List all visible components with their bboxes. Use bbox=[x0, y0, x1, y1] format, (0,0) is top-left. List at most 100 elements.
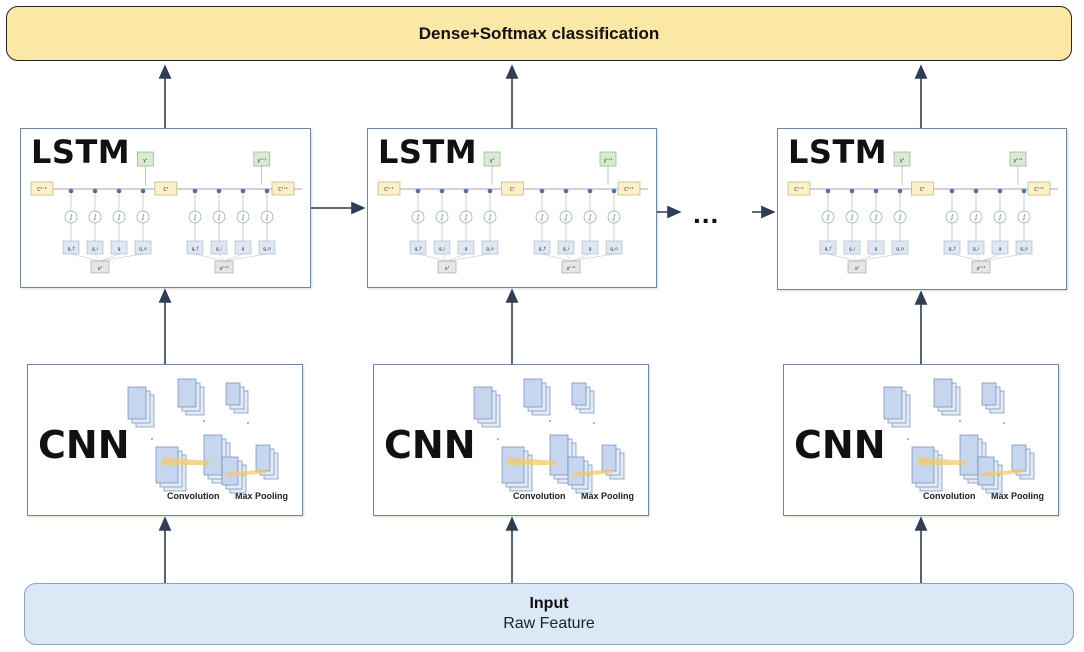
pool-feature-map bbox=[977, 456, 995, 486]
dot-mark bbox=[247, 422, 249, 424]
gate-label: g_i bbox=[563, 246, 569, 252]
feature-map bbox=[127, 386, 147, 420]
gate-label: g_o bbox=[139, 247, 147, 252]
op-node bbox=[849, 188, 855, 194]
gate-label: g bbox=[242, 247, 245, 252]
state-label: Cᵗ⁻¹ bbox=[384, 187, 394, 193]
input-fan bbox=[975, 253, 982, 262]
output-label: yᵗ bbox=[490, 158, 495, 164]
activation-symbol: ∫ bbox=[950, 214, 953, 221]
input-fan bbox=[94, 253, 101, 262]
pool-beam bbox=[226, 469, 266, 477]
input-fan bbox=[194, 253, 225, 262]
input-fan bbox=[223, 253, 244, 262]
input-fan bbox=[856, 253, 901, 262]
state-label: Cᵗ⁻¹ bbox=[794, 187, 804, 193]
input-fan bbox=[827, 253, 858, 262]
gate-label: g bbox=[118, 247, 121, 252]
pool-feature-map bbox=[221, 456, 239, 486]
lstm-title: LSTM bbox=[378, 133, 478, 171]
op-node bbox=[587, 188, 593, 194]
gate-label: g_i bbox=[849, 246, 855, 252]
ellipsis-text: ... bbox=[693, 198, 720, 229]
input-mini-label: xᵗ⁺¹ bbox=[219, 266, 228, 272]
convolution-label: Convolution bbox=[923, 491, 976, 501]
lstm-title: LSTM bbox=[788, 133, 888, 171]
activation-symbol: ∫ bbox=[540, 214, 543, 221]
op-node bbox=[415, 188, 421, 194]
activation-symbol: ∫ bbox=[850, 214, 853, 221]
op-node bbox=[973, 188, 979, 194]
state-label: Cᵗ bbox=[163, 187, 168, 193]
feature-map bbox=[883, 386, 903, 420]
input-fan bbox=[417, 253, 448, 262]
dot-mark bbox=[907, 438, 909, 440]
input-fan bbox=[99, 253, 144, 262]
feature-map bbox=[981, 382, 997, 406]
input-fan bbox=[446, 253, 467, 262]
input-fan bbox=[541, 253, 572, 262]
dot-mark bbox=[497, 438, 499, 440]
state-box bbox=[271, 181, 295, 196]
activation-symbol: ∫ bbox=[974, 214, 977, 221]
output-label: yᵗ⁺¹ bbox=[1013, 158, 1022, 164]
conv-beam bbox=[508, 457, 556, 465]
op-node bbox=[140, 188, 146, 194]
activation-symbol: ∫ bbox=[1022, 214, 1025, 221]
gate-label: g_o bbox=[486, 247, 494, 252]
activation-symbol: ∫ bbox=[93, 214, 96, 221]
max-pooling-label: Max Pooling bbox=[991, 491, 1045, 501]
op-node bbox=[192, 188, 198, 194]
cnn-box-2: CNN Convolution Max Pooling bbox=[373, 364, 649, 516]
state-box bbox=[617, 181, 641, 196]
activation-symbol: ∫ bbox=[117, 214, 120, 221]
input-fan bbox=[441, 253, 448, 262]
activation-symbol: ∫ bbox=[69, 214, 72, 221]
activation-symbol: ∫ bbox=[898, 214, 901, 221]
input-fan bbox=[565, 253, 572, 262]
gate-label: g_f bbox=[68, 246, 75, 252]
op-node bbox=[216, 188, 222, 194]
activation-symbol: ∫ bbox=[464, 214, 467, 221]
input-box: Input Raw Feature bbox=[24, 583, 1074, 645]
state-label: Cᵗ⁺¹ bbox=[624, 187, 634, 193]
op-node bbox=[92, 188, 98, 194]
op-node bbox=[439, 188, 445, 194]
activation-symbol: ∫ bbox=[998, 214, 1001, 221]
dot-mark bbox=[203, 420, 205, 422]
activation-symbol: ∫ bbox=[874, 214, 877, 221]
gate-label: g_o bbox=[263, 247, 271, 252]
op-node bbox=[997, 188, 1003, 194]
state-box bbox=[30, 181, 54, 196]
feature-map bbox=[473, 386, 493, 420]
op-node bbox=[264, 188, 270, 194]
input-fan bbox=[70, 253, 101, 262]
gate-label: g_f bbox=[949, 246, 956, 252]
input-fan bbox=[570, 253, 615, 262]
feature-map bbox=[523, 378, 543, 408]
feature-map bbox=[203, 434, 223, 476]
gate-label: g_i bbox=[439, 246, 445, 252]
cnn-box-1: CNN Convolution Max Pooling bbox=[27, 364, 303, 516]
state-label: Cᵗ⁻¹ bbox=[37, 187, 47, 193]
gate-label: g bbox=[999, 247, 1002, 252]
output-label: yᵗ bbox=[900, 158, 905, 164]
feature-map bbox=[549, 434, 569, 476]
op-node bbox=[463, 188, 469, 194]
input-fan bbox=[218, 253, 225, 262]
gate-label: g_i bbox=[216, 246, 222, 252]
state-label: Cᵗ⁺¹ bbox=[278, 187, 288, 193]
pool-feature-map bbox=[255, 444, 271, 472]
op-node bbox=[487, 188, 493, 194]
max-pooling-label: Max Pooling bbox=[235, 491, 289, 501]
input-mini-label: xᵗ bbox=[98, 266, 103, 272]
convolution-label: Convolution bbox=[167, 491, 220, 501]
dot-mark bbox=[549, 420, 551, 422]
activation-symbol: ∫ bbox=[564, 214, 567, 221]
dense-softmax-box: Dense+Softmax classification bbox=[6, 6, 1072, 61]
activation-symbol: ∫ bbox=[440, 214, 443, 221]
